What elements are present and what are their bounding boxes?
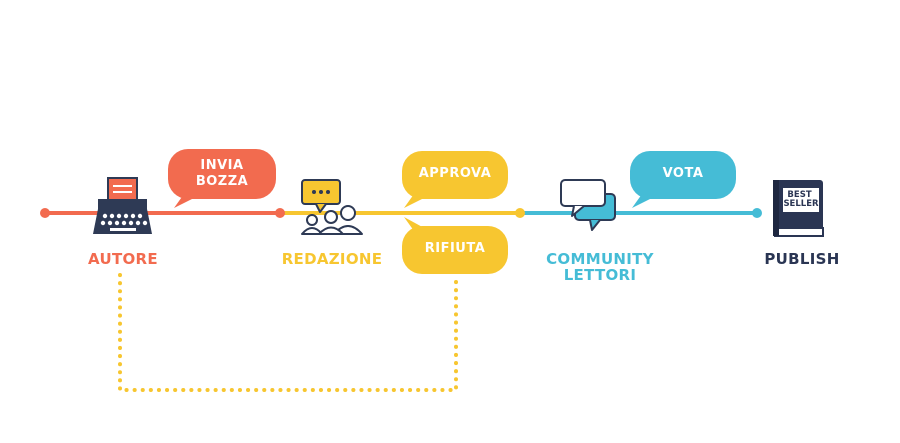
book-cover-text: BEST SELLER: [783, 190, 819, 209]
node-editorial: [275, 208, 285, 218]
bubble-vote: [630, 151, 736, 208]
stage-publish-label: PUBLISH: [764, 250, 840, 268]
vote-label: VOTA: [662, 166, 704, 181]
bubble-approve: [402, 151, 508, 208]
reject-label: RIFIUTA: [424, 241, 486, 256]
approve-label: APPROVA: [418, 166, 492, 181]
reject-loop-path: [118, 273, 458, 392]
node-publish: [752, 208, 762, 218]
bubble-reject: [402, 217, 508, 274]
stage-author-label: AUTORE: [88, 250, 158, 268]
stage-editorial-label: REDAZIONE: [281, 250, 383, 268]
chat-bubbles-icon: [560, 179, 616, 231]
book-icon: BEST SELLER: [773, 180, 824, 237]
node-community: [515, 208, 525, 218]
bubble-send-draft: [168, 149, 276, 208]
team-chat-icon: [301, 179, 363, 235]
node-start: [40, 208, 50, 218]
typewriter-icon: [93, 177, 152, 234]
